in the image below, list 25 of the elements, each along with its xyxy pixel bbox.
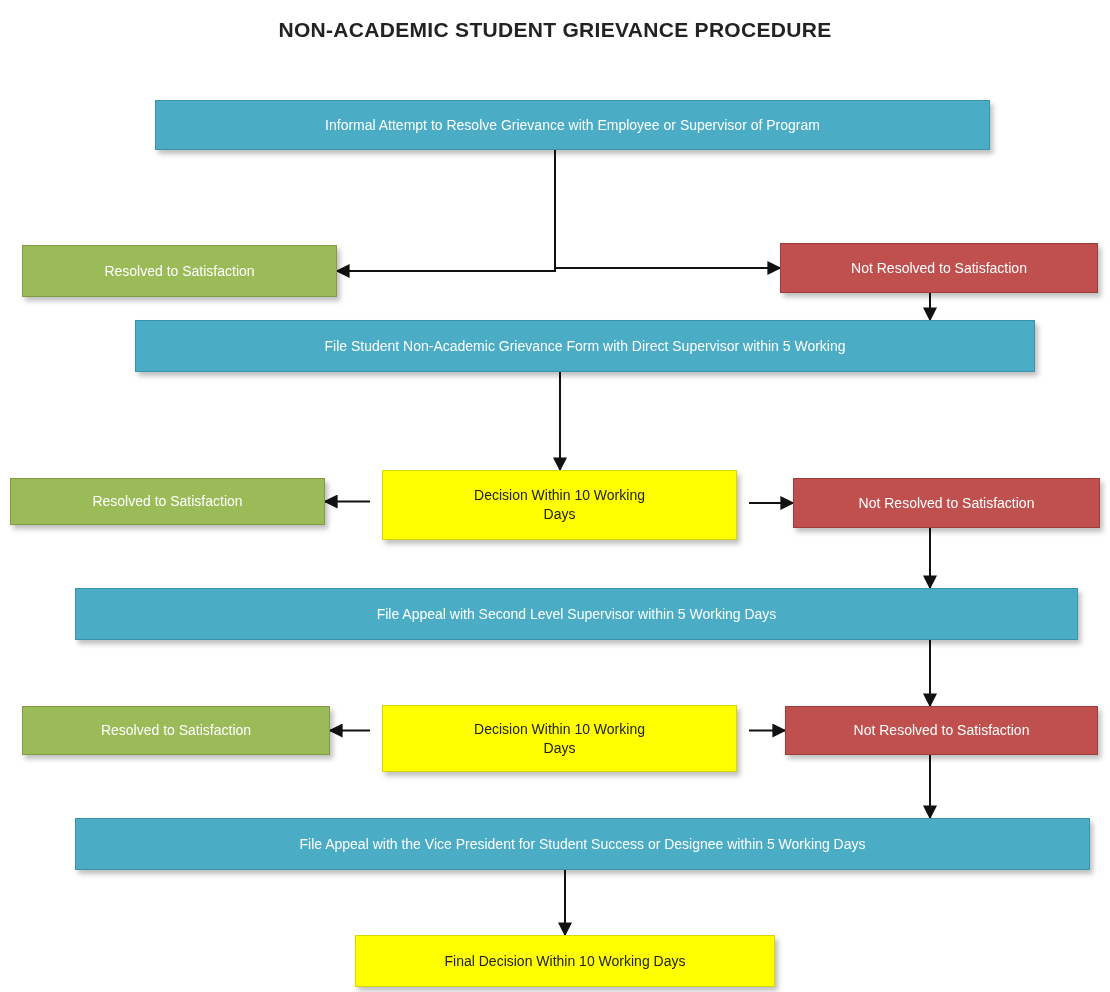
process-box: Resolved to Satisfaction [10,478,325,525]
process-box: Informal Attempt to Resolve Grievance with Employee or Supervisor of Program [155,100,990,150]
decision-box: Final Decision Within 10 Working Days [355,935,775,987]
process-box: Resolved to Satisfaction [22,245,337,297]
process-box: File Student Non-Academic Grievance Form with Direct Supervisor within 5 Working [135,320,1035,372]
arrow [923,527,937,590]
arrow [748,723,787,738]
diagram-title: NON-ACADEMIC STUDENT GRIEVANCE PROCEDURE [277,18,833,42]
decision-box: Decision Within 10 Working Days [382,705,737,772]
arrow [923,292,937,322]
process-box: Not Resolved to Satisfaction [793,478,1100,528]
arrow [554,149,782,275]
process-box: Not Resolved to Satisfaction [785,706,1098,755]
arrow [328,723,371,738]
arrow [553,371,567,472]
arrow [323,494,371,509]
process-box: Not Resolved to Satisfaction [780,243,1098,293]
arrow [558,869,572,937]
arrow [923,754,937,820]
arrow [923,639,937,708]
process-box: File Appeal with Second Level Supervisor within 5 Working Days [75,588,1078,640]
process-box: Resolved to Satisfaction [22,706,330,755]
process-box: File Appeal with the Vice President for Student Success or Designee within 5 Working Days [75,818,1090,870]
arrow [748,496,795,510]
decision-box: Decision Within 10 Working Days [382,470,737,540]
